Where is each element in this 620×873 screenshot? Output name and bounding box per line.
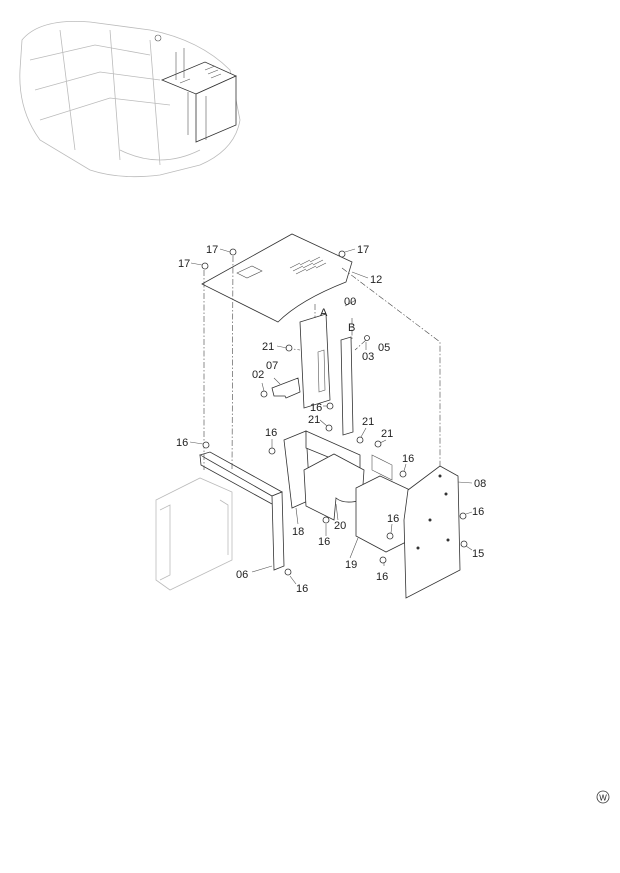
callout-07: 07 [266, 360, 278, 372]
callout-16-e: 16 [472, 506, 484, 518]
callout-12: 12 [370, 274, 382, 286]
leader-lines [189, 248, 473, 585]
callout-17-b: 17 [178, 258, 190, 270]
top-cover-part [201, 233, 353, 323]
callout-16-c: 16 [265, 427, 277, 439]
callout-08: 08 [474, 478, 486, 490]
callout-16-g: 16 [318, 536, 330, 548]
callout-b: B [348, 322, 355, 334]
callout-21-c: 21 [362, 416, 374, 428]
callout-labels: 17 17 17 12 00 A B 21 03 05 07 02 16 21 … [176, 244, 486, 595]
callout-17-a: 17 [206, 244, 218, 256]
callout-06: 06 [236, 569, 248, 581]
callout-05: 05 [378, 342, 390, 354]
locator-thumbnail [19, 21, 241, 178]
post-b-part [340, 336, 354, 436]
callout-21-a: 21 [262, 341, 274, 353]
callout-03: 03 [362, 351, 374, 363]
fasteners [201, 248, 468, 576]
callout-16-h: 16 [376, 571, 388, 583]
callout-16-d: 16 [402, 453, 414, 465]
callout-16-i: 16 [296, 583, 308, 595]
callout-20: 20 [334, 520, 346, 532]
callout-17-c: 17 [357, 244, 369, 256]
bracket-a-part [299, 313, 331, 409]
callout-a: A [320, 307, 328, 319]
callout-02: 02 [252, 369, 264, 381]
callout-16-b: 16 [176, 437, 188, 449]
locator-highlight-part [160, 48, 237, 143]
callout-18: 18 [292, 526, 304, 538]
corner-mark: W [596, 790, 610, 804]
callout-16-a: 16 [310, 402, 322, 414]
callout-15: 15 [472, 548, 484, 560]
ghost-panel [155, 477, 233, 591]
clip-part [271, 377, 301, 399]
duct-19-part [355, 454, 411, 553]
callout-21-d: 21 [381, 428, 393, 440]
callout-21-b: 21 [308, 414, 320, 426]
callout-00: 00 [344, 296, 356, 308]
callout-19: 19 [345, 559, 357, 571]
frame-part [198, 451, 285, 571]
corner-mark-letter: W [599, 794, 607, 803]
callout-16-f: 16 [387, 513, 399, 525]
side-panel-08-part [403, 465, 461, 599]
